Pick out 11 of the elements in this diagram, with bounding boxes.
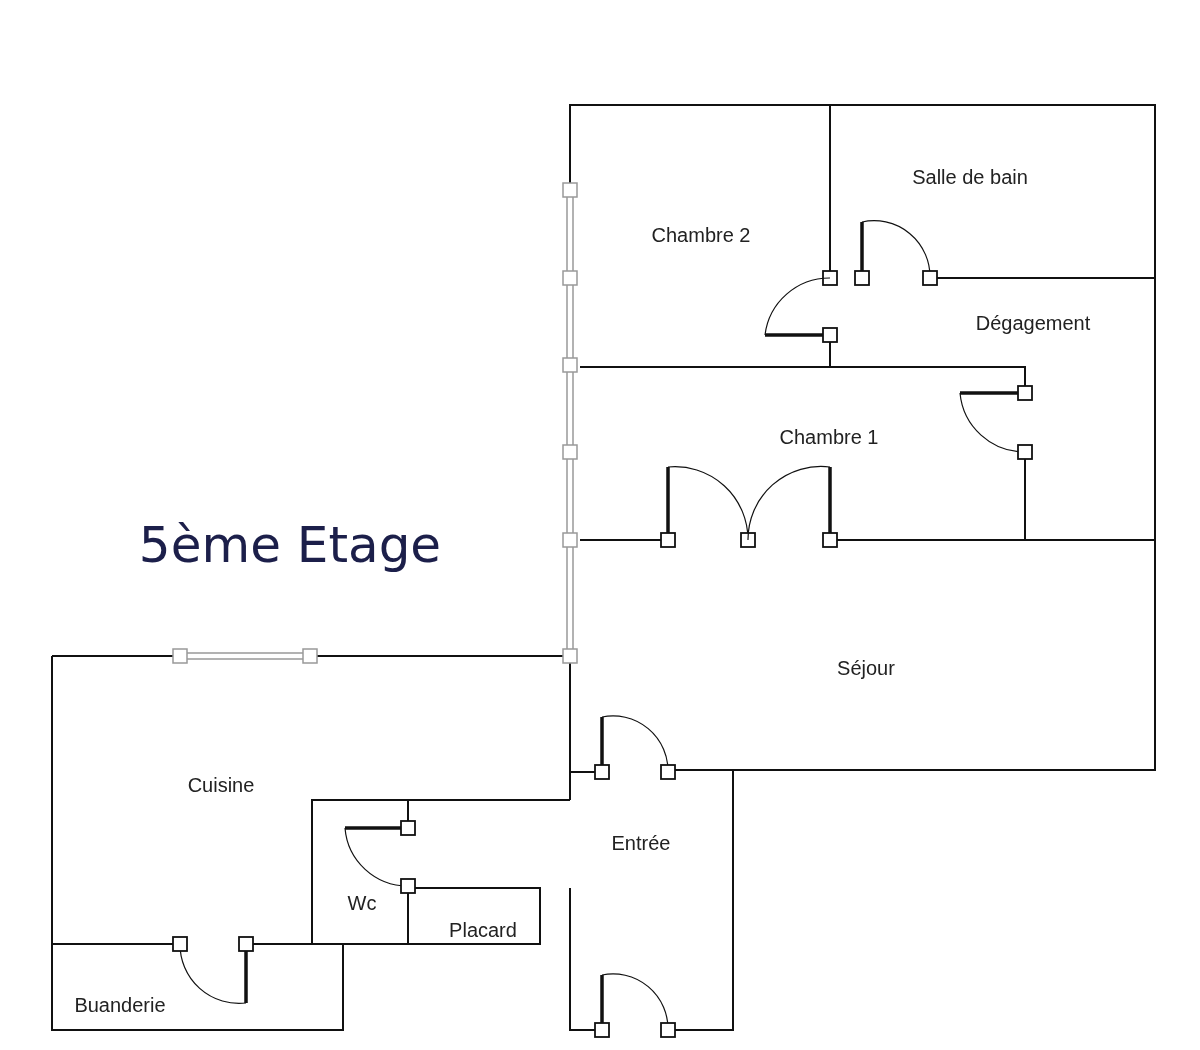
room-label: Dégagement — [975, 313, 1091, 333]
room-label: Chambre 2 — [651, 225, 751, 245]
room-label: Placard — [449, 920, 517, 940]
room-label: Cuisine — [187, 775, 255, 795]
room-label: Séjour — [837, 658, 895, 678]
room-label: Chambre 1 — [779, 427, 879, 447]
room-label: Wc — [347, 893, 377, 913]
floor-title: 5ème Etage — [138, 520, 442, 570]
room-label: Salle de bain — [912, 167, 1028, 187]
room-label: Buanderie — [74, 995, 166, 1015]
room-label: Entrée — [611, 833, 671, 853]
